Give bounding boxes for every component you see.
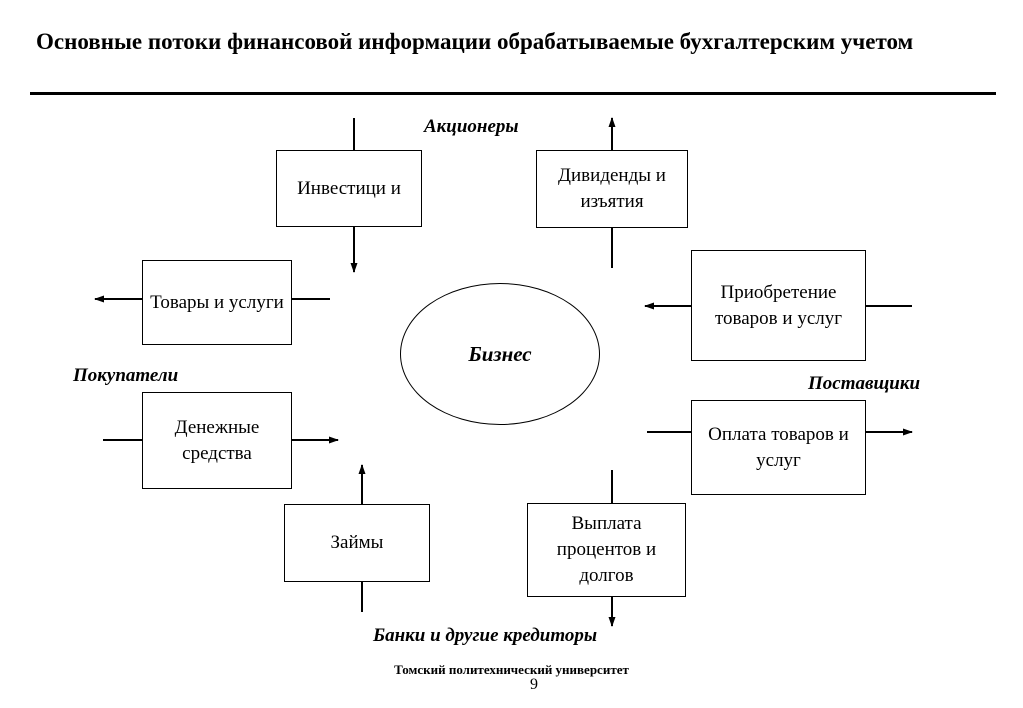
business-ellipse: Бизнес <box>400 283 600 425</box>
box-purchase: Приобретение товаров и услуг <box>691 250 866 361</box>
box-investments: Инвестици и <box>276 150 422 227</box>
business-label: Бизнес <box>468 341 532 366</box>
box-interest: Выплата процентов и долгов <box>527 503 686 597</box>
label-shareholders: Акционеры <box>424 116 519 137</box>
box-payment: Оплата товаров и услуг <box>691 400 866 495</box>
label-suppliers: Поставщики <box>808 373 921 394</box>
box-cash: Денежные средства <box>142 392 292 489</box>
page-number: 9 <box>530 676 538 693</box>
box-goods-services: Товары и услуги <box>142 260 292 345</box>
box-loans: Займы <box>284 504 430 582</box>
slide-title: Основные потоки финансовой информации об… <box>36 29 914 54</box>
label-banks: Банки и другие кредиторы <box>373 625 598 646</box>
label-buyers: Покупатели <box>73 365 179 386</box>
footer-university: Томский политехнический университет <box>394 662 629 677</box>
box-dividends: Дивиденды и изъятия <box>536 150 688 228</box>
title-divider <box>30 92 996 95</box>
